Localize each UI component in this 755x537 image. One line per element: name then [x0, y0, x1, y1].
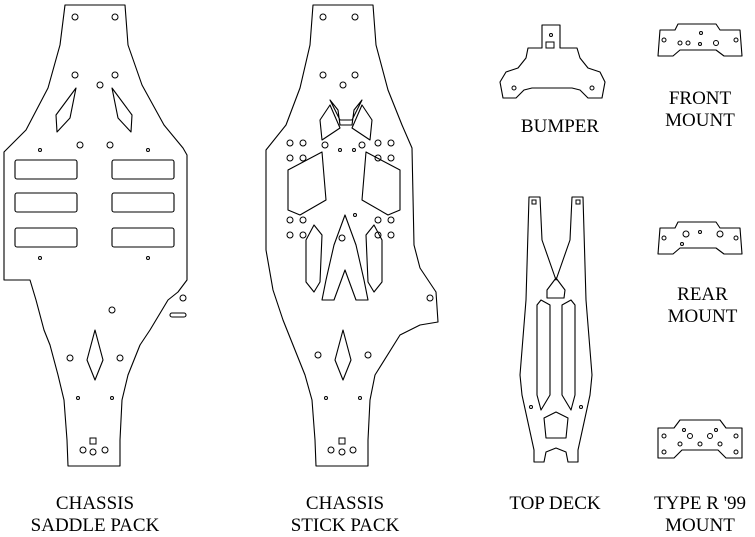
chassis-saddle-pack-part: [3, 4, 188, 467]
top-deck-part: [519, 196, 593, 463]
chassis-stick-pack-part: [265, 4, 439, 467]
type-r-mount-part: [657, 419, 743, 459]
type-r-mount-label: TYPE R '99 MOUNT: [653, 493, 747, 536]
rear-mount-part: [657, 221, 743, 255]
mounting-holes: [38, 13, 187, 456]
bumper-label: BUMPER: [520, 116, 600, 137]
top-deck-label: TOP DECK: [509, 493, 601, 514]
chassis-saddle-pack-label: CHASSIS SADDLE PACK: [30, 493, 160, 536]
chassis-stick-pack-label: CHASSIS STICK PACK: [290, 493, 400, 536]
bumper-part: [499, 24, 606, 99]
rear-mount-label: REAR MOUNT: [667, 284, 738, 327]
mounting-holes: [286, 13, 434, 456]
front-mount-label: FRONT MOUNT: [665, 88, 735, 131]
front-mount-part: [657, 23, 743, 57]
